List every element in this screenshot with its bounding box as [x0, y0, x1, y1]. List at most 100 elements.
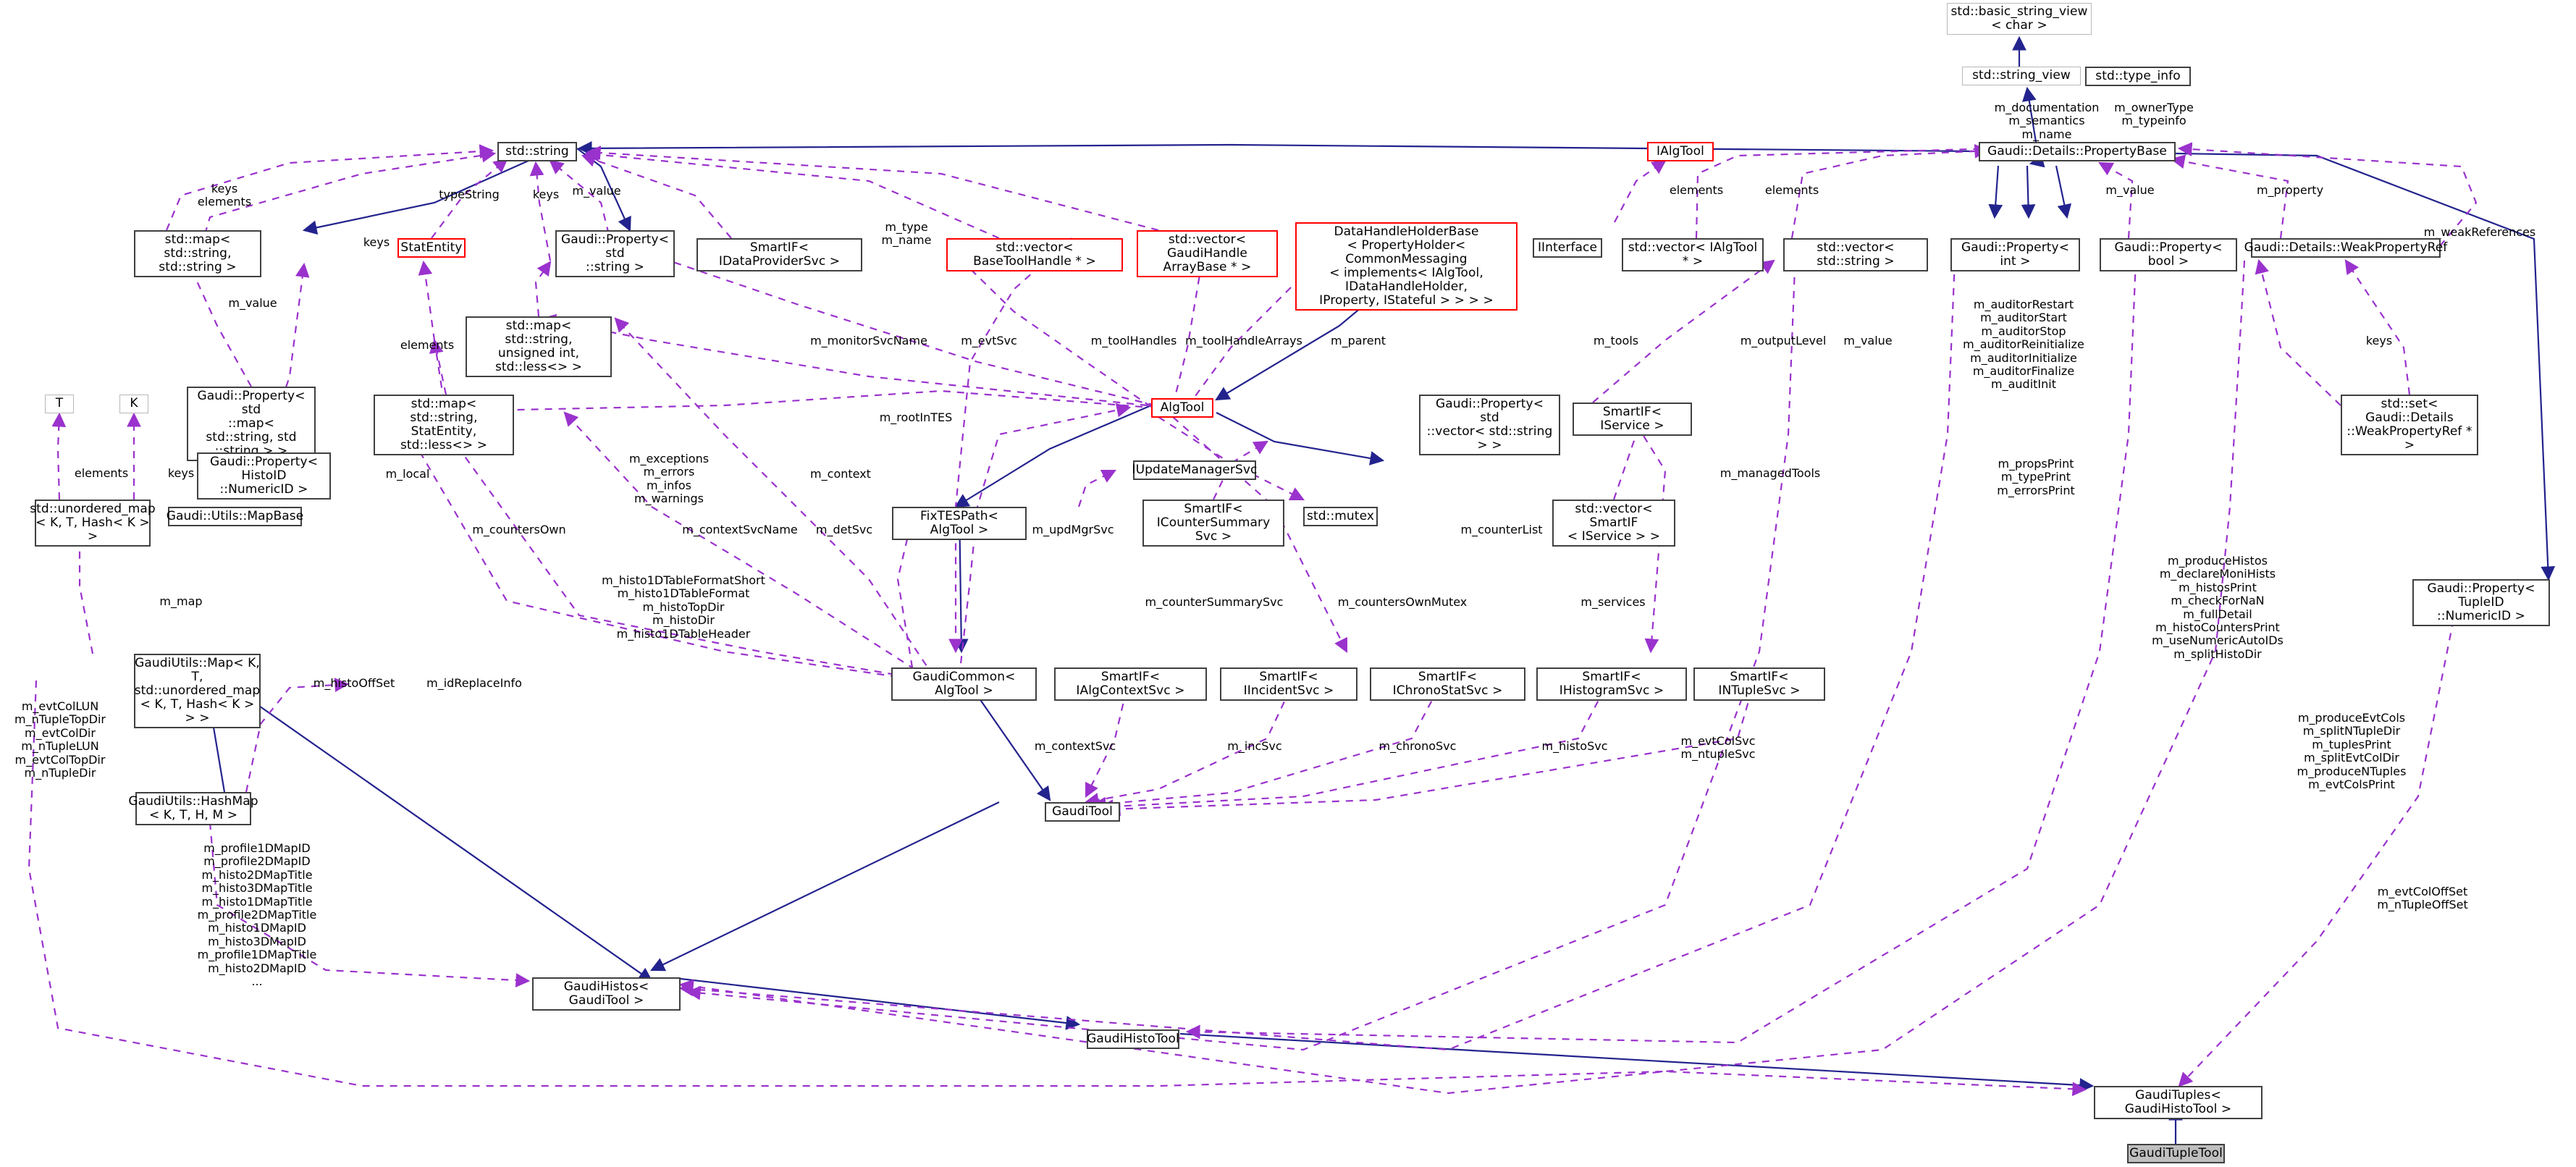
edge-label-lbl-mhistotableformats: m_histo1DTableFormatShort m_histo1DTable… [602, 573, 765, 641]
edge-label-lbl-mcountersownmutex: m_countersOwnMutex [1337, 595, 1468, 609]
class-node-smartif_ialgcontextsvc[interactable]: SmartIF< IAlgContextSvc > [1054, 667, 1207, 702]
edge-label-lbl-mproperty: m_property [2256, 183, 2324, 197]
edge-label-lbl-keys-left: keys [167, 466, 195, 480]
edge-label-lbl-mevtcoloffset: m_evtColOffSet m_nTupleOffSet [2377, 885, 2468, 912]
class-node-t_template[interactable]: T [45, 395, 74, 413]
edge-label-lbl-mhistooffset: m_histoOffSet [313, 676, 395, 690]
edge-label-lbl-mweakreferences: m_weakReferences [2423, 225, 2536, 239]
class-node-prop_histoid[interactable]: Gaudi::Property< HistoID ::NumericID > [197, 452, 331, 500]
class-node-datahandleholderbase[interactable]: DataHandleHolderBase < PropertyHolder< C… [1295, 222, 1518, 311]
edge-label-lbl-keys-2: keys [363, 235, 390, 249]
class-node-gaudicommon_algtool[interactable]: GaudiCommon< AlgTool > [891, 667, 1037, 702]
class-node-prop_vec_string[interactable]: Gaudi::Property< std ::vector< std::stri… [1419, 395, 1560, 456]
edge-label-lbl-mexceptions: m_exceptions m_errors m_infos m_warnings [628, 452, 710, 506]
class-node-prop_tupleid[interactable]: Gaudi::Property< TupleID ::NumericID > [2412, 579, 2550, 627]
class-node-weakpropertyref[interactable]: Gaudi::Details::WeakPropertyRef [2244, 238, 2447, 258]
class-node-vec_ialgtool_ptr[interactable]: std::vector< IAlgTool * > [1622, 238, 1764, 272]
class-node-statentity[interactable]: StatEntity [397, 238, 466, 258]
edge-label-lbl-mlocal: m_local [385, 467, 430, 481]
edge-label-lbl-keys-right: keys [2365, 334, 2393, 347]
edge-label-lbl-mcontextsvc: m_contextSvc [1034, 739, 1116, 753]
class-node-prop_map_str_str[interactable]: Gaudi::Property< std ::string > [555, 230, 675, 278]
class-node-fixtespath[interactable]: FixTESPath< AlgTool > [892, 507, 1027, 541]
class-node-std_string[interactable]: std::string [497, 142, 577, 162]
class-node-map_str_statentity[interactable]: std::map< std::string, StatEntity, std::… [374, 395, 514, 456]
class-node-map_string_string[interactable]: std::map< std::string, std::string > [134, 230, 261, 278]
edge-label-lbl-mtype-mname: m_type m_name [881, 220, 932, 248]
class-node-prop_map_of_maps[interactable]: Gaudi::Property< std ::map< std::string,… [187, 387, 316, 462]
class-node-std_mutex[interactable]: std::mutex [1303, 507, 1378, 527]
class-node-string_view[interactable]: std::string_view [1962, 67, 2081, 85]
class-node-map_str_uint[interactable]: std::map< std::string, unsigned int, std… [466, 316, 612, 378]
edge-label-lbl-keys-elements-1: keys elements [197, 182, 252, 209]
edge-label-lbl-mchronosvc: m_chronoSvc [1379, 739, 1457, 753]
class-node-k_template[interactable]: K [119, 395, 148, 413]
edge-label-lbl-mproducehistos: m_produceHistos m_declareMoniHists m_his… [2152, 554, 2284, 661]
class-node-map_k_t[interactable]: GaudiUtils::Map< K, T, std::unordered_ma… [134, 654, 261, 729]
class-node-vec_gaudihandlearray[interactable]: std::vector< GaudiHandle ArrayBase * > [1137, 230, 1278, 278]
class-node-mapbase[interactable]: Gaudi::Utils::MapBase [167, 507, 303, 527]
class-node-ialgtool_top[interactable]: IAlgTool [1647, 142, 1714, 162]
edge-label-lbl-mparent: m_parent [1330, 334, 1386, 347]
edge-label-lbl-mvalue-top: m_value [572, 184, 621, 198]
edge-label-lbl-mevtcolsvc: m_evtColSvc m_ntupleSvc [1680, 734, 1756, 762]
class-node-unordered_map[interactable]: std::unordered_map < K, T, Hash< K > > [30, 500, 156, 547]
edge-label-lbl-mownertype: m_ownerType m_typeinfo [2114, 101, 2194, 128]
edge-label-lbl-mdocumentation: m_documentation m_semantics m_name [1994, 101, 2100, 141]
edge-label-lbl-mtoolhandles: m_toolHandles [1090, 334, 1177, 347]
class-node-iinterface[interactable]: IInterface [1533, 238, 1602, 258]
edge-label-lbl-mupdmgrsvc: m_updMgrSvc [1032, 523, 1114, 536]
class-node-smartif_iincidentsvc[interactable]: SmartIF< IIncidentSvc > [1220, 667, 1358, 702]
edge-label-lbl-mevtcollun: m_evtColLUN m_nTupleTopDir m_evtColDir m… [14, 699, 106, 780]
edge-label-lbl-mcountersown: m_countersOwn [472, 523, 566, 536]
edge-label-lbl-mtools: m_tools [1593, 334, 1639, 347]
class-node-iupdatemanagersvc[interactable]: IUpdateManagerSvc [1132, 460, 1257, 481]
edge-label-lbl-auditors: m_auditorRestart m_auditorStart m_audito… [1963, 298, 2084, 392]
edge-label-lbl-elements-2: elements [400, 338, 455, 352]
edge-label-lbl-mmap: m_map [159, 594, 203, 608]
edge-label-lbl-mvalue-right: m_value [2105, 183, 2155, 197]
class-node-vec_smartif_iservice[interactable]: std::vector< SmartIF < IService > > [1552, 500, 1675, 547]
class-node-smartif_icountersummary[interactable]: SmartIF< ICounterSummary Svc > [1142, 500, 1284, 547]
class-node-smartif_ichronostatsvc[interactable]: SmartIF< IChronoStatSvc > [1370, 667, 1525, 702]
class-node-type_info[interactable]: std::type_info [2085, 67, 2191, 87]
class-node-gaudihistotool[interactable]: GaudiHistoTool [1087, 1029, 1179, 1050]
edge-label-lbl-typestring: typeString [439, 188, 500, 201]
class-node-set_weakpropertyref[interactable]: std::set< Gaudi::Details ::WeakPropertyR… [2341, 395, 2478, 456]
class-node-hashmap_k_t[interactable]: GaudiUtils::HashMap < K, T, H, M > [128, 792, 258, 826]
class-node-basic_string_view[interactable]: std::basic_string_view < char > [1947, 3, 2092, 35]
class-node-gauditules_gaudihistotool[interactable]: GaudiTuples< GaudiHistoTool > [2094, 1086, 2263, 1120]
edge-label-lbl-mcontext: m_context [810, 467, 871, 481]
class-node-vec_basetoolhandle[interactable]: std::vector< BaseToolHandle * > [946, 238, 1123, 272]
class-node-gaudiTupleTool[interactable]: GaudiTupleTool [2127, 1144, 2225, 1164]
class-node-smartif_intuplesvc[interactable]: SmartIF< INTupleSvc > [1693, 667, 1825, 702]
edge-label-lbl-keys-1: keys [532, 188, 560, 201]
class-node-algtool[interactable]: AlgTool [1151, 398, 1213, 418]
edge-label-lbl-mvalue-left: m_value [228, 296, 277, 310]
edge-label-lbl-mdetsvc: m_detSvc [815, 523, 873, 536]
edge-label-lbl-elements-top2: elements [1764, 183, 1819, 197]
edge-label-lbl-midreplaceinfo: m_idReplaceInfo [426, 676, 522, 690]
class-node-smartif_iservice[interactable]: SmartIF< IService > [1573, 403, 1692, 437]
edge-label-lbl-mtoolhandlearrays: m_toolHandleArrays [1185, 334, 1302, 347]
edge-label-lbl-elements-left: elements [74, 466, 129, 480]
edge-label-lbl-mprofilemaps: m_profile1DMapID m_profile2DMapID m_hist… [197, 841, 317, 988]
edge-label-lbl-mmanagedtools: m_managedTools [1720, 466, 1821, 480]
class-node-vec_std_string[interactable]: std::vector< std::string > [1783, 238, 1928, 272]
edge-label-lbl-mservices: m_services [1580, 595, 1646, 609]
edge-label-lbl-mcounterlist: m_counterList [1460, 523, 1543, 536]
class-node-prop_int[interactable]: Gaudi::Property< int > [1950, 238, 2080, 272]
edge-label-lbl-mcontextsvcname: m_contextSvcName [682, 523, 798, 536]
edge-label-lbl-mevtsvc: m_evtSvc [961, 334, 1017, 347]
edge-label-lbl-mrootintes: m_rootInTES [879, 410, 953, 424]
class-node-smartif_idataprovider[interactable]: SmartIF< IDataProviderSvc > [696, 238, 862, 272]
edge-label-lbl-moutputlevel: m_outputLevel [1740, 334, 1827, 347]
class-node-smartif_ihistogramsvc[interactable]: SmartIF< IHistogramSvc > [1536, 667, 1687, 702]
class-node-property_base[interactable]: Gaudi::Details::PropertyBase [1979, 142, 2176, 162]
class-node-gauditool[interactable]: GaudiTool [1045, 802, 1120, 822]
class-node-prop_bool[interactable]: Gaudi::Property< bool > [2100, 238, 2237, 272]
class-node-gaudihistos_gauditool[interactable]: GaudiHistos< GaudiTool > [532, 977, 681, 1011]
edge-label-lbl-mvalue-mid: m_value [1843, 334, 1893, 347]
